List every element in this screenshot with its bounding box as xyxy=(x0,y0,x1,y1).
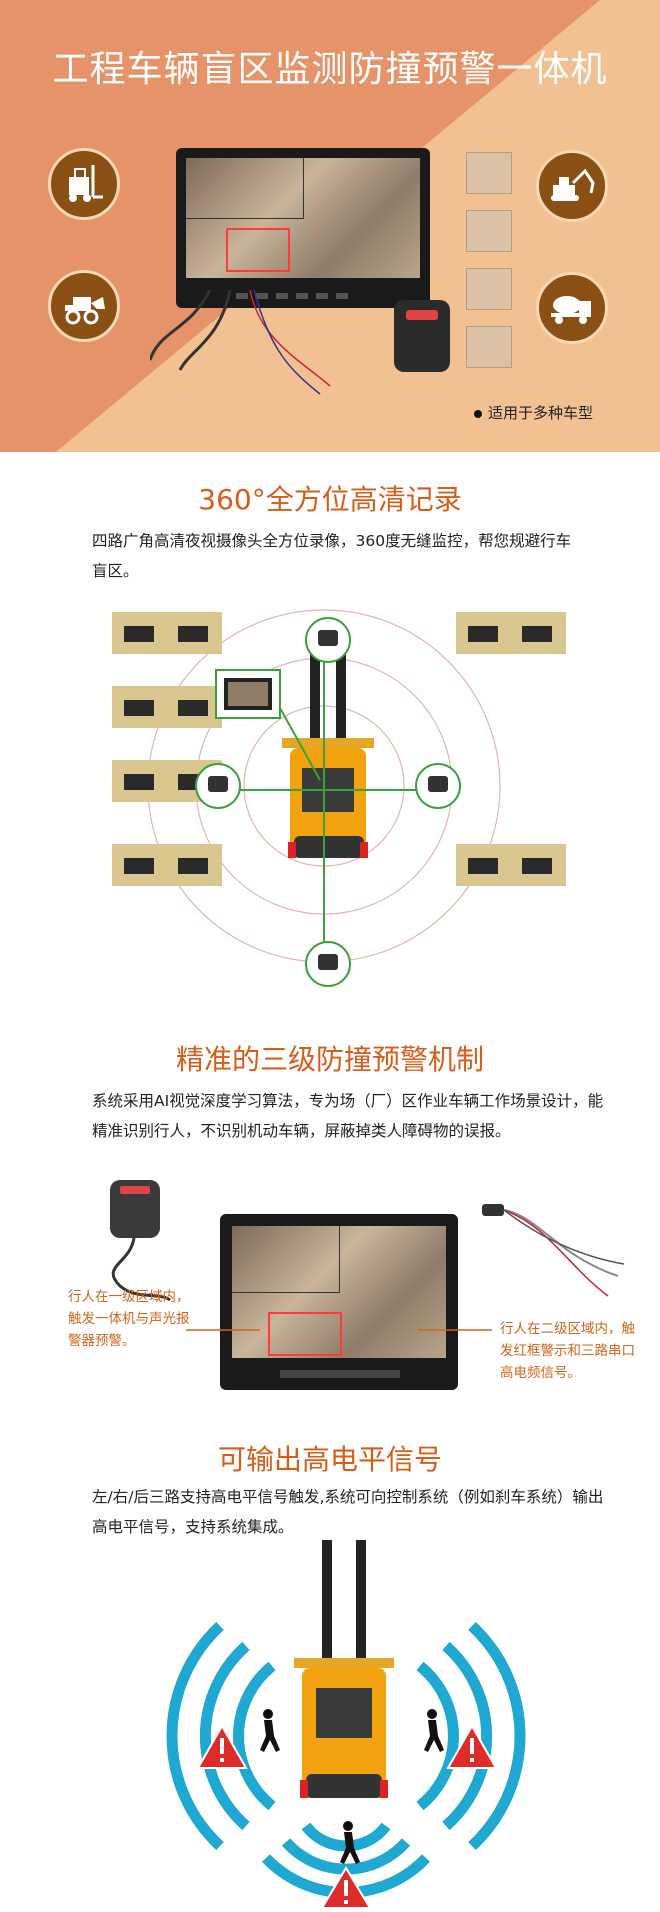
warning-triangle-icon xyxy=(446,1723,498,1769)
warning-frame xyxy=(268,1312,342,1356)
section1-description: 四路广角高清夜视摄像头全方位录像，360度无缝监控，帮您规避行车盲区。 xyxy=(92,532,572,580)
signal-waves-right xyxy=(416,1621,526,1851)
camera-node xyxy=(305,941,351,987)
bullet-icon xyxy=(474,409,482,418)
monitor-buttons xyxy=(280,1370,400,1378)
camera-thumb xyxy=(466,210,512,252)
camera-thumb xyxy=(466,152,512,194)
excavator-icon xyxy=(536,150,608,222)
monitor-device xyxy=(176,148,430,308)
section2-title: 精准的三级防撞预警机制 xyxy=(175,1043,484,1076)
camera-node xyxy=(415,763,461,809)
forklift-top-view xyxy=(294,1540,394,1798)
cargo-boxes-right xyxy=(456,612,566,886)
page-title: 工程车辆盲区监测防撞预警一体机 xyxy=(52,49,608,90)
alarm-speaker xyxy=(394,300,450,372)
section3-title: 可输出高电平信号 xyxy=(217,1443,442,1476)
monitor-screen xyxy=(186,158,420,278)
pedestrian-icon xyxy=(260,1709,280,1752)
signal-waves-left xyxy=(166,1621,276,1851)
applicable-note-text: 适用于多种车型 xyxy=(488,404,594,422)
section2-description: 系统采用AI视觉深度学习算法，专为场（厂）区作业车辆工作场景设计，能精准识别行人… xyxy=(92,1092,604,1140)
applicable-note: 适用于多种车型 xyxy=(474,402,593,423)
camera-connectors xyxy=(226,640,416,944)
wheel-loader-icon xyxy=(48,270,120,342)
section3-description: 左/右/后三路支持高电平信号触发,系统可向控制系统（例如刹车系统）输出高电平信号… xyxy=(92,1488,604,1536)
callout-level2: 行人在二级区域内，触发红框警示和三路串口高电频信号。 xyxy=(500,1321,635,1381)
forklift-top-view xyxy=(282,630,374,858)
hero-cables xyxy=(150,290,331,395)
warning-triangle-icon xyxy=(196,1723,248,1769)
callout-level1: 行人在一级区域内，触发一体机与声光报警器预警。 xyxy=(68,1289,190,1349)
camera-node xyxy=(195,763,241,809)
section1-title: 360°全方位高清记录 xyxy=(198,483,462,516)
monitor-device-large xyxy=(220,1214,458,1390)
signal-cable xyxy=(482,1204,625,1297)
hero-banner: 工程车辆盲区监测防撞预警一体机 xyxy=(0,0,660,452)
monitor-screen-large xyxy=(232,1226,446,1358)
high-level-signal-diagram xyxy=(166,1540,526,1909)
pedestrian-icon xyxy=(424,1709,444,1752)
cargo-boxes-left xyxy=(112,612,222,886)
monitor-buttons xyxy=(236,286,366,299)
mixer-truck-icon xyxy=(536,272,608,344)
camera-node xyxy=(305,617,351,663)
callout-connectors xyxy=(186,1329,492,1331)
warning-triangle-icon xyxy=(320,1866,372,1909)
forklift-icon xyxy=(48,148,120,220)
camera-thumb xyxy=(466,326,512,368)
pedestrian-icon xyxy=(340,1821,360,1864)
camera-thumb xyxy=(466,268,512,310)
alarm-device xyxy=(110,1180,171,1302)
surround-view-diagram xyxy=(112,609,566,987)
monitor-node xyxy=(215,669,281,719)
warning-frame xyxy=(226,228,290,272)
